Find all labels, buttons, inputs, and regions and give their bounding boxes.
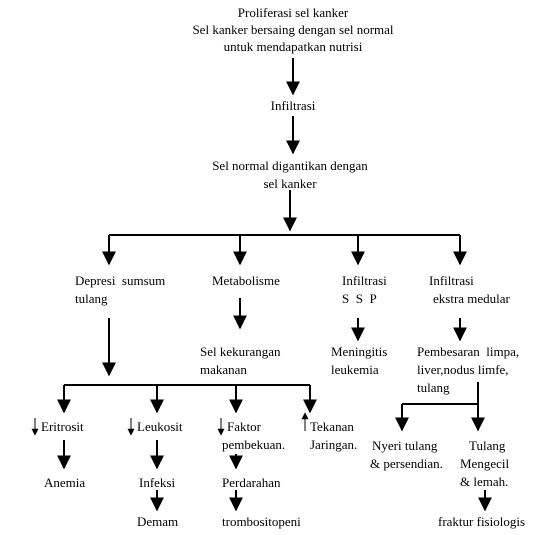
meningitis-line-2: leukemia: [331, 362, 379, 377]
top-line-3: untuk mendapatkan nutrisi: [223, 39, 363, 54]
tulang-line-3: & lemah.: [460, 474, 509, 489]
ssp-line-2: S S P: [342, 291, 377, 306]
perdarahan-node: Perdarahan: [222, 475, 281, 490]
fraktur-node: fraktur fisiologis: [438, 514, 526, 529]
pembesaran-line-1: Pembesaran limpa,: [417, 344, 520, 359]
ssp-line-1: Infiltrasi: [342, 273, 387, 288]
top-line-1: Proliferasi sel kanker: [237, 5, 349, 20]
tekanan-line-1: Tekanan: [310, 419, 354, 434]
tekanan-line-2: Jaringan.: [310, 437, 358, 452]
replace-line-2: sel kanker: [263, 176, 317, 191]
nyeri-line-1: Nyeri tulang: [372, 438, 438, 453]
faktor-line-1: Faktor: [227, 419, 261, 434]
depresi-line-2: tulang: [75, 291, 108, 306]
infeksi-node: Infeksi: [139, 475, 176, 490]
nyeri-line-2: & persendian.: [370, 456, 443, 471]
faktor-line-2: pembekuan.: [222, 437, 286, 452]
metabolisme-node: Metabolisme: [212, 273, 280, 288]
tulang-line-2: Mengecil: [460, 456, 510, 471]
sel-kekurangan-line-2: makanan: [200, 362, 247, 377]
infiltrasi-node: Infiltrasi: [270, 98, 316, 113]
tulang-line-1: Tulang: [469, 438, 506, 453]
trombositopeni-node: trombositopeni: [222, 514, 301, 529]
ekstra-line-1: Infiltrasi: [429, 273, 474, 288]
pembesaran-line-3: tulang: [417, 380, 450, 395]
anemia-node: Anemia: [44, 475, 86, 490]
top-line-2: Sel kanker bersaing dengan sel normal: [192, 22, 394, 37]
eritrosit-node: Eritrosit: [41, 419, 84, 434]
sel-kekurangan-line-1: Sel kekurangan: [200, 344, 281, 359]
demam-node: Demam: [137, 514, 179, 529]
leukosit-node: Leukosit: [137, 419, 183, 434]
pembesaran-line-2: liver,nodus limfe,: [417, 362, 509, 377]
meningitis-line-1: Meningitis: [331, 344, 388, 359]
depresi-line-1: Depresi sumsum: [75, 273, 166, 288]
ekstra-line-2: ekstra medular: [433, 291, 510, 306]
replace-line-1: Sel normal digantikan dengan: [212, 158, 368, 173]
